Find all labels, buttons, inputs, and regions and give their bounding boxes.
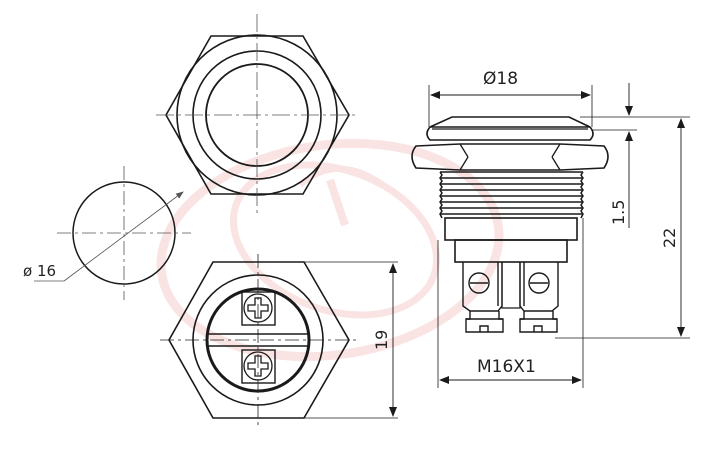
hex-width-label: 19 [372, 330, 391, 350]
flange-dome [429, 116, 591, 128]
terminal-right-icon [519, 262, 559, 333]
body-base [444, 217, 578, 241]
bottom-view [160, 254, 398, 426]
hex-nut-side [411, 143, 609, 171]
head-height-label: 1.5 [609, 200, 628, 225]
cutout-diameter-label: ø 16 [23, 262, 56, 280]
overall-height-label: 22 [660, 228, 679, 248]
watermark-logo-icon [156, 138, 504, 362]
flange-diameter-label: Ø18 [483, 69, 518, 89]
body-lower [454, 239, 568, 263]
thread-section [439, 171, 584, 219]
panel-cutout-view [34, 166, 191, 300]
top-view [156, 14, 359, 215]
side-view [411, 83, 690, 388]
thread-spec-label: M16X1 [477, 357, 536, 377]
screw-terminal-top-icon [241, 291, 276, 326]
